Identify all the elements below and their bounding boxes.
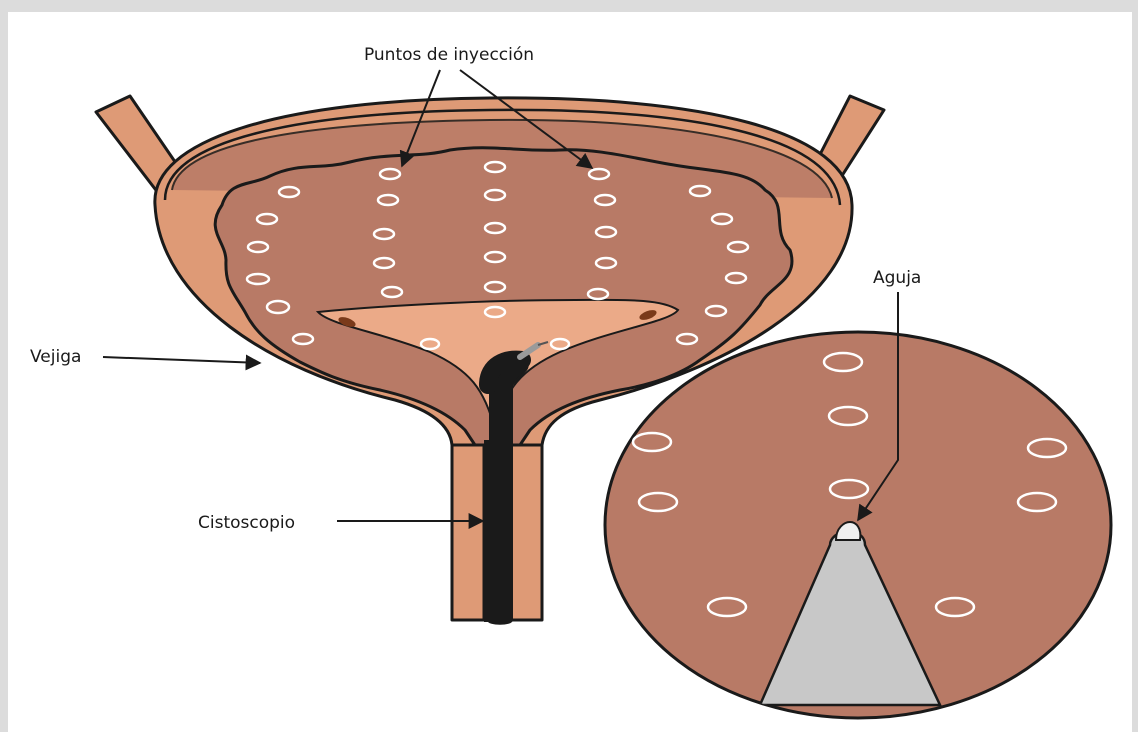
label-cystoscope: Cistoscopio: [198, 513, 295, 533]
diagram-frame: Puntos de inyección Vejiga Cistoscopio A…: [8, 12, 1132, 732]
label-needle: Aguja: [873, 268, 921, 288]
magnified-view: [605, 332, 1111, 718]
label-injection-points: Puntos de inyección: [364, 45, 534, 65]
label-bladder: Vejiga: [30, 347, 81, 367]
bladder-injection-diagram: Puntos de inyección Vejiga Cistoscopio A…: [8, 12, 1132, 732]
